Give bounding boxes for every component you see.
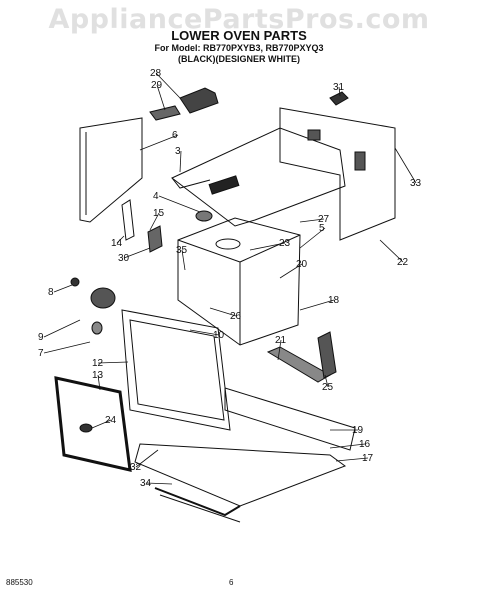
leader-line-22 bbox=[379, 239, 404, 263]
kickplate bbox=[134, 443, 347, 507]
leader-line-4 bbox=[158, 195, 201, 213]
leader-line-27 bbox=[299, 218, 325, 223]
grommet-4 bbox=[195, 210, 213, 222]
leader-line-6 bbox=[139, 134, 179, 151]
door-frame bbox=[121, 309, 231, 431]
page-number: 6 bbox=[229, 578, 234, 587]
callout-7: 7 bbox=[38, 348, 44, 359]
callout-16: 16 bbox=[359, 439, 371, 450]
callout-12: 12 bbox=[92, 358, 104, 369]
leader-line-35 bbox=[181, 249, 186, 271]
callout-32: 32 bbox=[130, 462, 142, 473]
leader-line-8 bbox=[53, 284, 73, 293]
callout-10: 10 bbox=[213, 330, 225, 341]
bracket-30 bbox=[147, 225, 163, 253]
leader-line-9 bbox=[43, 319, 81, 338]
bottom-panel bbox=[224, 387, 356, 451]
leader-line-29 bbox=[156, 84, 166, 111]
leader-line-12 bbox=[97, 361, 129, 364]
callout-14: 14 bbox=[111, 238, 123, 249]
callout-8: 8 bbox=[48, 287, 54, 298]
leader-line-16 bbox=[329, 443, 366, 449]
callout-26: 26 bbox=[230, 311, 242, 322]
callout-34: 34 bbox=[140, 478, 152, 489]
rear-panel bbox=[279, 107, 396, 241]
leader-line-20 bbox=[279, 263, 303, 279]
leader-line-23 bbox=[249, 242, 286, 251]
callout-3: 3 bbox=[175, 146, 181, 157]
doc-number: 885530 bbox=[6, 578, 33, 587]
leader-line-7 bbox=[43, 341, 91, 354]
oven-cavity bbox=[177, 217, 301, 346]
bracket-31 bbox=[329, 91, 349, 106]
callout-4: 4 bbox=[153, 191, 159, 202]
light-socket bbox=[90, 287, 116, 309]
callout-9: 9 bbox=[38, 332, 44, 343]
leader-line-17 bbox=[335, 457, 369, 462]
leader-line-30 bbox=[123, 247, 151, 259]
leader-line-18 bbox=[299, 299, 335, 311]
bracket-14 bbox=[121, 199, 135, 241]
leader-line-28 bbox=[155, 72, 181, 99]
callout-27: 27 bbox=[318, 214, 330, 225]
callout-22: 22 bbox=[397, 257, 409, 268]
leader-line-15 bbox=[149, 212, 160, 231]
leader-line-26 bbox=[209, 307, 237, 317]
leader-line-3 bbox=[179, 150, 182, 173]
callout-23: 23 bbox=[279, 238, 291, 249]
watermark: AppliancePartsPros.com bbox=[48, 4, 430, 35]
leader-line-13 bbox=[97, 374, 101, 391]
callout-17: 17 bbox=[362, 453, 374, 464]
latch-24 bbox=[79, 423, 93, 433]
callout-5: 5 bbox=[319, 223, 325, 234]
leader-line-14 bbox=[116, 235, 125, 244]
callout-28: 28 bbox=[150, 68, 162, 79]
door-gasket bbox=[54, 376, 132, 472]
hinge-25 bbox=[317, 331, 337, 379]
leader-line-34 bbox=[145, 482, 173, 485]
callout-18: 18 bbox=[328, 295, 340, 306]
callout-25: 25 bbox=[322, 382, 334, 393]
leader-line-25 bbox=[324, 374, 329, 388]
leader-line-24 bbox=[91, 419, 112, 429]
leader-line-5 bbox=[299, 227, 326, 249]
model-line: For Model: RB770PXYB3, RB770PXYQ3 bbox=[154, 43, 324, 53]
vent-trim bbox=[149, 105, 181, 121]
diagram-title: LOWER OVEN PARTS bbox=[171, 28, 307, 43]
leader-line-33 bbox=[394, 147, 417, 184]
leader-line-21 bbox=[277, 339, 282, 361]
callout-6: 6 bbox=[172, 130, 178, 141]
leader-line-32 bbox=[135, 449, 159, 468]
leader-line-31 bbox=[338, 86, 341, 97]
color-line: (BLACK)(DESIGNER WHITE) bbox=[178, 54, 300, 64]
side-panel-left bbox=[79, 117, 143, 223]
callout-19: 19 bbox=[352, 425, 364, 436]
leader-line-10 bbox=[189, 329, 220, 336]
callout-33: 33 bbox=[410, 178, 422, 189]
callout-30: 30 bbox=[118, 253, 130, 264]
vent-duct bbox=[179, 87, 219, 114]
